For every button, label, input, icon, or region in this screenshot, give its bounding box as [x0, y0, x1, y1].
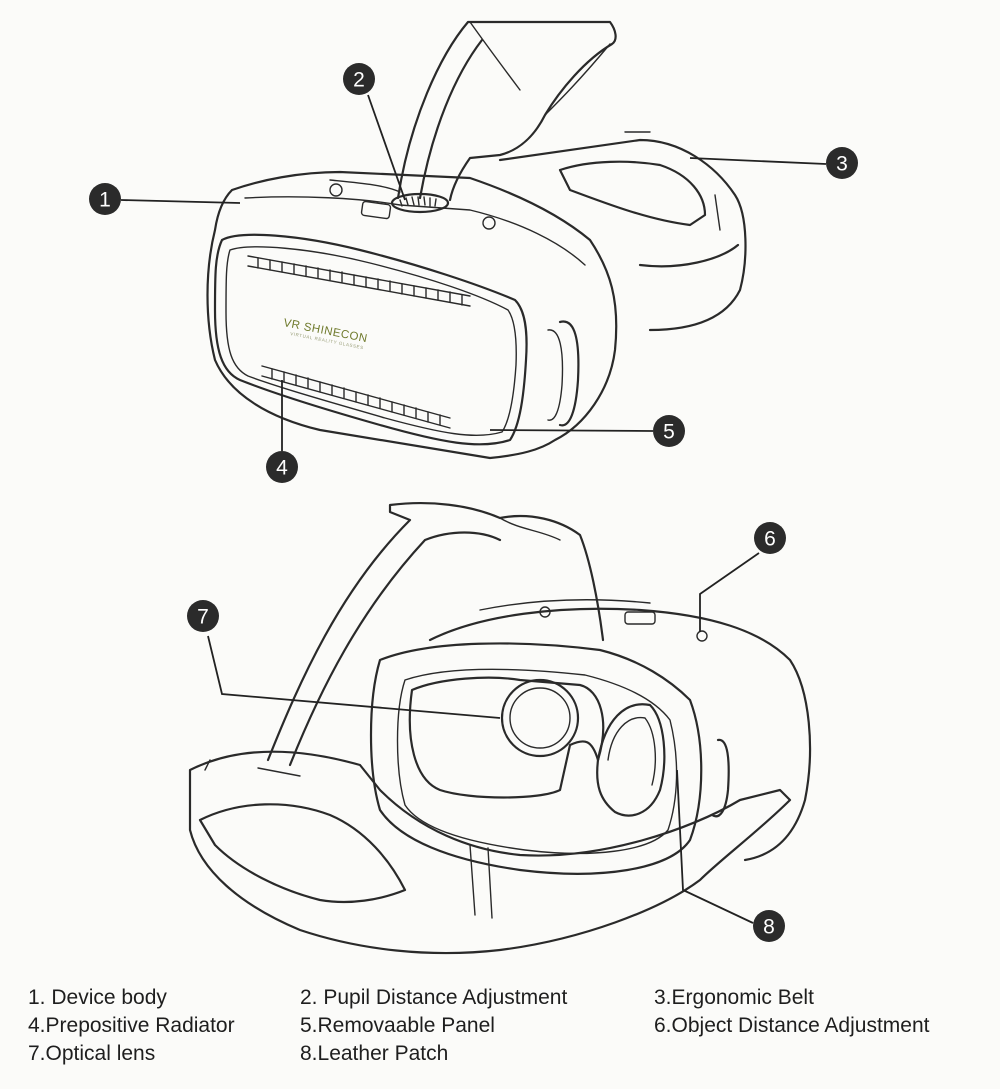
callout-3-number: 3: [836, 153, 848, 176]
callout-7: 7: [187, 600, 219, 632]
callout-6: 6: [754, 522, 786, 554]
pupil-distance-wheel: [360, 192, 450, 220]
callout-2: 2: [343, 63, 375, 95]
legend-item-6: 6.Object Distance Adjustment: [654, 1014, 930, 1037]
callout-2-number: 2: [353, 69, 365, 92]
radiator-slots-top: [247, 255, 471, 307]
legend-item-4: 4.Prepositive Radiator: [28, 1014, 235, 1037]
radiator-slots-bottom: [261, 365, 451, 429]
headset-back-view: [188, 502, 812, 955]
legend-item-1: 1. Device body: [28, 986, 167, 1009]
callout-7-number: 7: [197, 606, 209, 629]
callout-8: 8: [753, 910, 785, 942]
legend-item-3: 3.Ergonomic Belt: [654, 986, 814, 1009]
callout-3: 3: [826, 147, 858, 179]
callout-5-number: 5: [663, 421, 675, 444]
legend-item-5: 5.Removaable Panel: [300, 1014, 495, 1037]
vr-headset-diagram: VR SHINECON VIRTUAL REALITY GLASSES: [89, 20, 858, 955]
parts-legend: 1. Device body 2. Pupil Distance Adjustm…: [28, 984, 988, 1074]
legend-item-2: 2. Pupil Distance Adjustment: [300, 986, 568, 1009]
callout-1-number: 1: [99, 189, 111, 212]
callout-1: 1: [89, 183, 121, 215]
callout-8-number: 8: [763, 916, 775, 939]
legend-item-8: 8.Leather Patch: [300, 1042, 449, 1065]
callout-4-number: 4: [276, 457, 288, 480]
callout-6-number: 6: [764, 528, 776, 551]
leader-lines: [120, 94, 827, 924]
headset-front-view: VR SHINECON VIRTUAL REALITY GLASSES: [206, 20, 747, 460]
lens-openings: [408, 676, 666, 817]
legend-item-7: 7.Optical lens: [28, 1042, 156, 1065]
callout-5: 5: [653, 415, 685, 447]
callout-4: 4: [266, 451, 298, 483]
